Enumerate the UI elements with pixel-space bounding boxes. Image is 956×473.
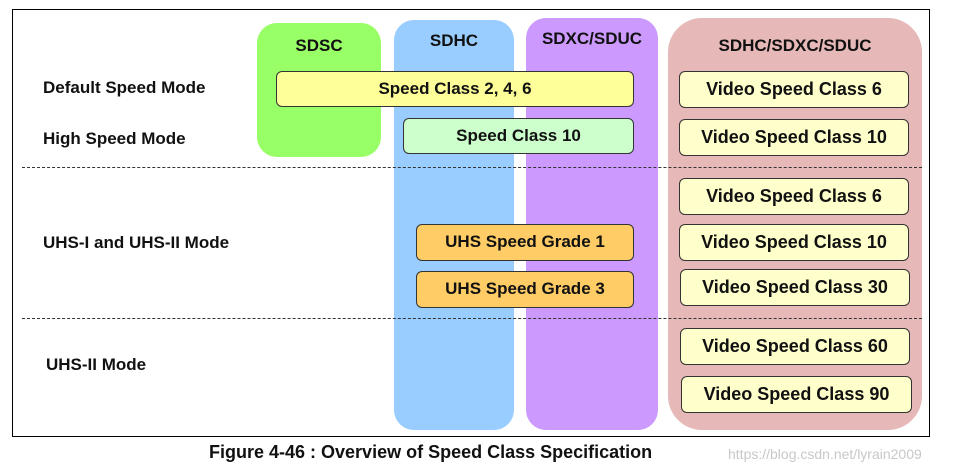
box-video-speed-class-30: Video Speed Class 30 — [680, 269, 910, 306]
column-title-sdxc-sduc: SDXC/SDUC — [541, 29, 643, 48]
box-speed-class-10: Speed Class 10 — [403, 118, 634, 154]
box-video-speed-class-6-uhs: Video Speed Class 6 — [679, 178, 909, 215]
box-video-speed-class-6: Video Speed Class 6 — [679, 71, 909, 108]
divider-line — [22, 318, 922, 319]
column-title-video: SDHC/SDXC/SDUC — [718, 36, 872, 55]
row-label-uhs1-uhs2: UHS-I and UHS-II Mode — [43, 233, 230, 252]
row-label-high-speed: High Speed Mode — [43, 129, 186, 148]
row-label-uhs2: UHS-II Mode — [46, 355, 147, 374]
column-title-sdhc: SDHC — [429, 31, 479, 50]
figure-frame — [12, 9, 930, 437]
box-video-speed-class-10: Video Speed Class 10 — [679, 119, 909, 156]
box-uhs-speed-grade-3: UHS Speed Grade 3 — [416, 271, 634, 308]
divider-line — [22, 167, 922, 168]
box-speed-class-2-4-6: Speed Class 2, 4, 6 — [276, 71, 634, 107]
column-title-sdsc: SDSC — [295, 36, 343, 55]
figure-caption: Figure 4-46 : Overview of Speed Class Sp… — [209, 442, 653, 462]
watermark-url: https://blog.csdn.net/lyrain2009 — [728, 446, 922, 462]
box-video-speed-class-60: Video Speed Class 60 — [680, 328, 910, 365]
box-uhs-speed-grade-1: UHS Speed Grade 1 — [416, 224, 634, 261]
row-label-default-speed: Default Speed Mode — [43, 78, 206, 97]
box-video-speed-class-90: Video Speed Class 90 — [681, 376, 912, 413]
box-video-speed-class-10-uhs: Video Speed Class 10 — [679, 224, 909, 261]
